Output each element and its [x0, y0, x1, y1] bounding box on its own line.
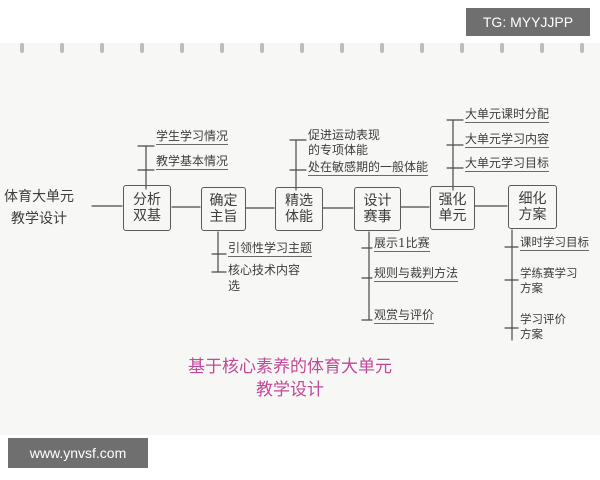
- diagram-title: 基于核心素养的体育大单元 教学设计: [188, 357, 392, 400]
- bracket: [289, 139, 307, 191]
- binding-ring: [340, 43, 344, 53]
- watermark-bottom: www.ynvsf.com: [8, 438, 148, 468]
- binding-ring: [60, 43, 64, 53]
- branch-text: 引领性学习主题: [228, 241, 313, 258]
- branch-text: 大单元课时分配: [465, 107, 550, 124]
- branch-text: 促进运动表现 的专项体能: [308, 128, 381, 157]
- node-plan: 细化 方案: [508, 185, 557, 229]
- notebook-paper: [0, 43, 600, 435]
- binding-ring: [260, 43, 264, 53]
- branch-text: 学练赛学习 方案: [520, 266, 578, 295]
- binding-ring: [540, 43, 544, 53]
- binding-ring: [220, 43, 224, 53]
- branch-text: 学习评价 方案: [520, 312, 566, 341]
- bracket: [211, 231, 227, 273]
- binding-ring: [420, 43, 424, 53]
- branch-text: 教学基本情况: [156, 154, 229, 171]
- binding-ring: [140, 43, 144, 53]
- branch-text: 学生学习情况: [156, 129, 229, 146]
- binding-ring: [180, 43, 184, 53]
- branch-text: 课时学习目标: [520, 235, 589, 251]
- node-event: 设计 赛事: [354, 187, 401, 231]
- binding-ring: [100, 43, 104, 53]
- diagram-root: 体育大单元 教学设计: [4, 189, 74, 227]
- node-fitness: 精选 体能: [275, 187, 323, 231]
- bracket: [137, 145, 155, 190]
- binding-ring: [300, 43, 304, 53]
- branch-text: 规则与裁判方法: [374, 266, 459, 283]
- bracket: [361, 231, 373, 321]
- branch-text: 观赏与评价: [374, 308, 435, 325]
- binding-ring: [20, 43, 24, 53]
- bracket: [446, 119, 464, 191]
- node-unit: 强化 单元: [430, 186, 475, 230]
- bracket: [504, 229, 519, 341]
- node-theme: 确定 主旨: [201, 187, 246, 231]
- binding-ring: [460, 43, 464, 53]
- binding-ring: [380, 43, 384, 53]
- branch-text: 处在敏感期的一般体能: [308, 160, 429, 177]
- branch-text: 大单元学习内容: [465, 132, 550, 149]
- binding-ring: [580, 43, 584, 53]
- binding-ring: [500, 43, 504, 53]
- watermark-top: TG: MYYJJPP: [466, 8, 590, 36]
- branch-text: 展示1比赛: [374, 236, 430, 253]
- branch-text: 核心技术内容 选: [228, 263, 301, 293]
- node-analysis: 分析 双基: [123, 185, 171, 231]
- branch-text: 大单元学习目标: [465, 156, 550, 173]
